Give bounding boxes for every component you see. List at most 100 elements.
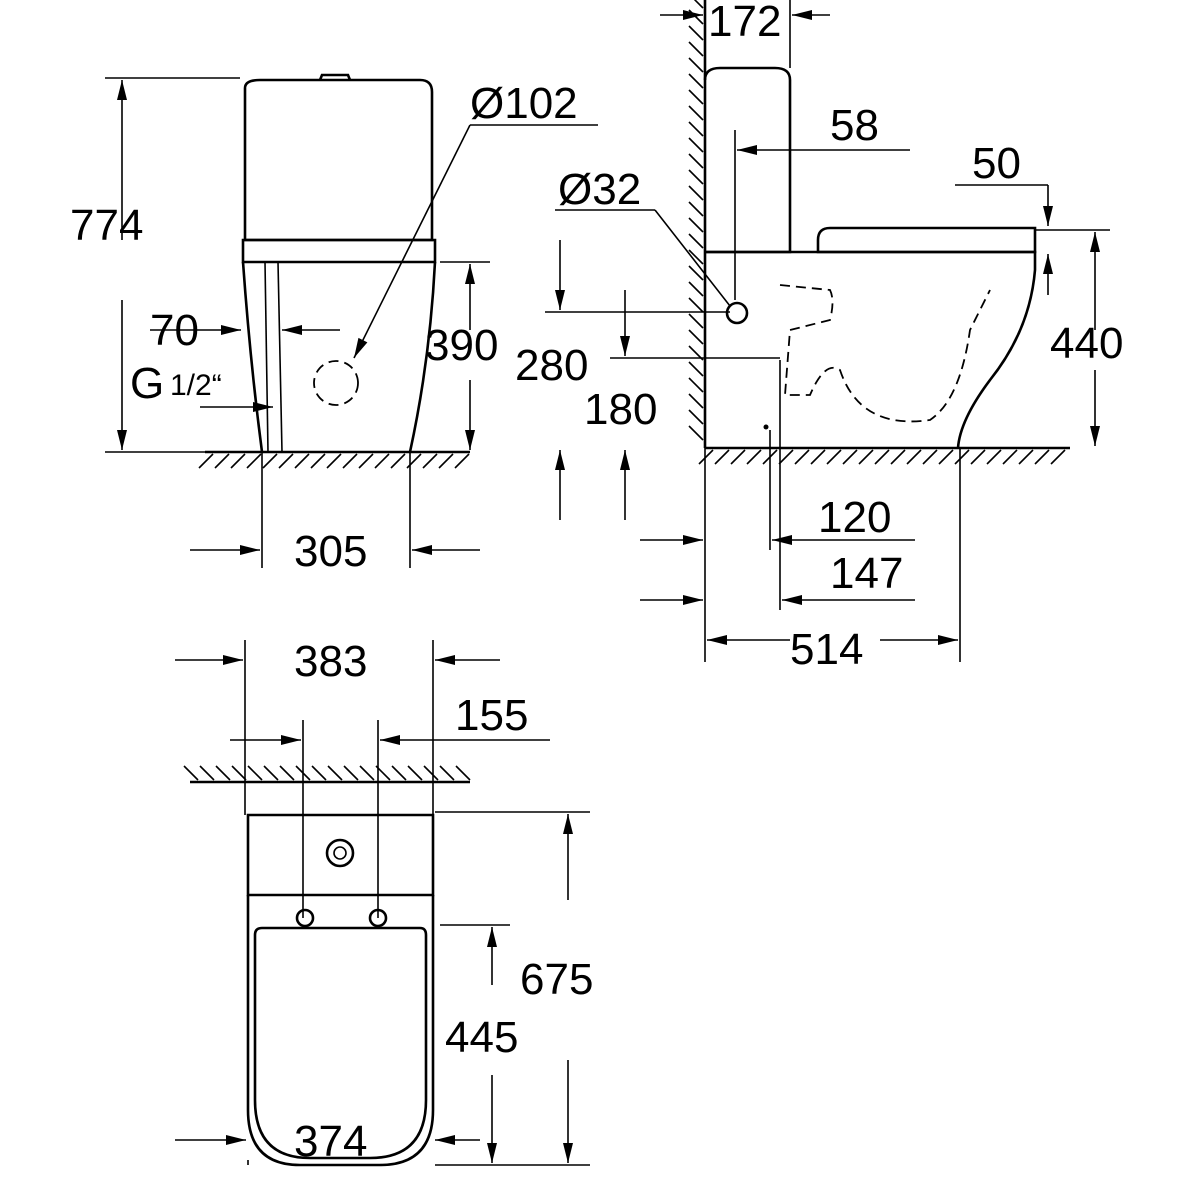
arrowhead: [782, 595, 802, 605]
arrowhead: [683, 10, 703, 20]
dimension-line: [986, 449, 1002, 465]
dimension-line: [938, 449, 954, 465]
dim-774: 774: [70, 201, 143, 250]
dim-445: 445: [445, 1013, 518, 1062]
dimension-line: [688, 185, 704, 201]
dimension-line: [358, 453, 374, 469]
arrowhead: [683, 595, 703, 605]
dim-diameter-102: Ø102: [470, 79, 578, 128]
dimension-line: [970, 449, 986, 465]
dimension-line: [183, 765, 199, 781]
dimension-line: [1018, 449, 1034, 465]
dimension-line: [391, 765, 407, 781]
dimension-line: [279, 765, 295, 781]
seat-top: [253, 926, 428, 1160]
arrowhead: [707, 635, 727, 645]
dimension-line: [264, 261, 269, 453]
arrowhead: [1043, 254, 1053, 274]
dimension-line: [1050, 449, 1066, 465]
dim-50: 50: [972, 139, 1021, 188]
dimension-line: [794, 449, 810, 465]
arrowhead: [253, 402, 273, 412]
dimension-line: [230, 453, 246, 469]
dim-g-thread: G: [130, 359, 164, 408]
dim-120: 120: [818, 493, 891, 542]
arrowhead: [563, 1143, 573, 1163]
dimension-line: [263, 765, 279, 781]
arrowhead: [1090, 232, 1100, 252]
dimension-line: [688, 169, 704, 185]
dimension-line: [778, 449, 794, 465]
arrowhead: [435, 655, 455, 665]
dimension-line: [1034, 449, 1050, 465]
drain-circle: [313, 360, 359, 406]
dim-172: 172: [708, 0, 781, 46]
bowl-side: [705, 250, 1037, 449]
dimension-line: [688, 265, 704, 281]
dimension-line: [874, 449, 890, 465]
arrowhead: [620, 450, 630, 470]
dimension-line: [688, 57, 704, 73]
arrowhead: [555, 450, 565, 470]
dimension-line: [406, 453, 422, 469]
bolt-hole: [295, 908, 315, 928]
dimension-line: [688, 41, 704, 57]
bowl-outline: [241, 261, 437, 453]
arrowhead: [240, 545, 260, 555]
dimension-line: [438, 453, 454, 469]
drain-point: [763, 424, 769, 430]
dimension-line: [688, 313, 704, 329]
dim-70: 70: [150, 306, 199, 355]
dimension-line: [359, 765, 375, 781]
dimension-line: [454, 453, 470, 469]
arrowhead: [282, 325, 302, 335]
dimension-line: [231, 765, 247, 781]
drawing-geometry: [105, 0, 1110, 1167]
arrowhead: [117, 430, 127, 450]
dimension-line: [326, 453, 342, 469]
dimension-line: [842, 449, 858, 465]
dimension-line: [688, 377, 704, 393]
arrowhead: [221, 325, 241, 335]
dimension-line: [826, 449, 842, 465]
dimension-line: [688, 297, 704, 313]
dimension-line: [858, 449, 874, 465]
dimension-line: [688, 409, 704, 425]
dimension-line: [353, 124, 471, 359]
arrowhead: [620, 336, 630, 356]
dimension-line: [746, 449, 762, 465]
dimension-line: [688, 73, 704, 89]
dimension-line: [688, 89, 704, 105]
arrowhead: [412, 545, 432, 555]
dimension-line: [688, 329, 704, 345]
dimension-line: [688, 153, 704, 169]
dimension-line: [246, 453, 262, 469]
dimension-line: [374, 453, 390, 469]
dimension-line: [215, 765, 231, 781]
dimension-line: [198, 453, 214, 469]
dim-374: 374: [294, 1117, 367, 1166]
dimension-line: [688, 217, 704, 233]
outline: [243, 78, 434, 242]
dimension-line: [688, 137, 704, 153]
dimension-line: [423, 765, 439, 781]
dimension-line: [390, 453, 406, 469]
arrowhead: [563, 814, 573, 834]
dimension-line: [311, 765, 327, 781]
arrowhead: [737, 145, 757, 155]
dim-180: 180: [584, 385, 657, 434]
dimension-line: [954, 449, 970, 465]
dimension-line: [688, 361, 704, 377]
dimension-line: [890, 449, 906, 465]
dimension-line: [342, 453, 358, 469]
dimension-line: [906, 449, 922, 465]
arrowhead: [117, 80, 127, 100]
arrowhead: [281, 735, 301, 745]
dimension-line: [688, 281, 704, 297]
arrowhead: [465, 430, 475, 450]
inlet-circle: [725, 301, 749, 325]
dim-diameter-32: Ø32: [558, 165, 641, 214]
dimension-line: [654, 209, 731, 307]
dimension-line: [688, 425, 704, 441]
dimension-line: [693, 0, 704, 9]
